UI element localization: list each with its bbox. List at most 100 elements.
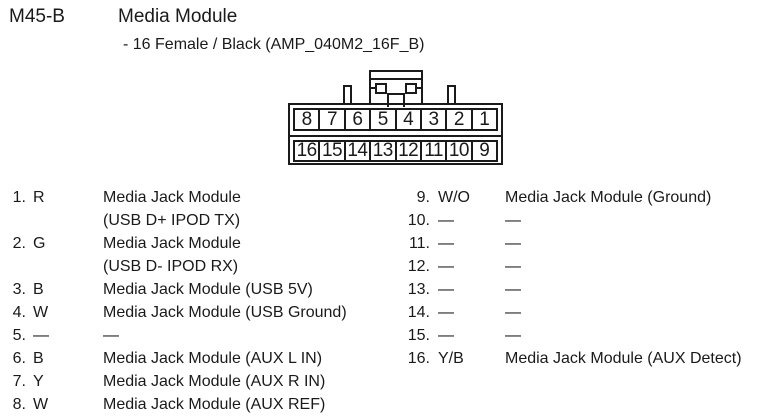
- pin-description: Media Jack Module (Ground): [505, 186, 774, 209]
- pin-cell-3: 3: [419, 108, 448, 131]
- pin-cell-4: 4: [394, 108, 422, 131]
- wire-color-code: —: [438, 212, 454, 229]
- pin-description-line: Media Jack Module (AUX REF): [103, 396, 326, 413]
- pin-cell-15: 15: [318, 140, 346, 162]
- pin-description: Media Jack Module (USB 5V): [103, 278, 394, 301]
- pin-number: 6.: [12, 350, 26, 367]
- pin-number: 16.: [407, 350, 430, 367]
- pin-label: 7. Y: [9, 370, 103, 393]
- pin-number: 7.: [12, 373, 26, 390]
- pin-description-line: Media Jack Module (AUX R IN): [103, 373, 326, 390]
- pin-cell-16: 16: [293, 140, 321, 162]
- pin-label: 6. B: [9, 347, 103, 370]
- pin-description-line: —: [505, 281, 521, 298]
- pin-description: Media Jack Module (AUX L IN): [103, 347, 394, 370]
- pin-number: 3.: [12, 281, 26, 298]
- pin-description-line: Media Jack Module (USB 5V): [103, 281, 313, 298]
- pin-description-line: Media Jack Module: [103, 235, 241, 252]
- connector-body: 8 7 6 5 4 3 2 1 16 15 14 13 12 11 10 9: [288, 103, 503, 165]
- pin-cell-12: 12: [394, 140, 422, 162]
- wire-color-code: —: [438, 258, 454, 275]
- wire-color-code: —: [438, 327, 454, 344]
- pin-label: 2. G: [9, 232, 103, 255]
- connector-tab-right: [447, 85, 456, 105]
- pin-list-row: 14. — —: [404, 301, 774, 324]
- pin-label: 5. —: [9, 324, 103, 347]
- pin-description: —: [505, 232, 774, 255]
- pin-description: —: [505, 255, 774, 278]
- pin-cell-7: 7: [318, 108, 346, 131]
- pin-cell-13: 13: [369, 140, 397, 162]
- pin-label: 1. R: [9, 186, 103, 209]
- pin-list-row: 6. B Media Jack Module (AUX L IN): [9, 347, 394, 370]
- pin-number: 11.: [408, 235, 430, 252]
- pin-description-line: (USB D+ IPOD TX): [103, 212, 241, 229]
- pin-cell-10: 10: [445, 140, 473, 162]
- pin-label: 12. —: [404, 255, 505, 278]
- pin-list-row: 11. — —: [404, 232, 774, 255]
- page-title: Media Module: [118, 6, 238, 27]
- pin-description-line: —: [505, 304, 521, 321]
- pin-number: 10.: [407, 212, 430, 229]
- pin-cell-6: 6: [343, 108, 372, 131]
- pin-list-row: 13. — —: [404, 278, 774, 301]
- connector-row-top: 8 7 6 5 4 3 2 1: [293, 108, 498, 131]
- wire-color-code: —: [438, 281, 454, 298]
- pin-label: 15. —: [404, 324, 505, 347]
- pin-description: Media Jack Module(USB D+ IPOD TX): [103, 186, 394, 232]
- pin-description-line: —: [505, 212, 521, 229]
- wire-color-code: W/O: [438, 189, 470, 206]
- latch-bar: [371, 72, 421, 80]
- pin-cell-2: 2: [445, 108, 473, 131]
- pin-cell-8: 8: [293, 108, 321, 131]
- pin-description: —: [505, 324, 774, 347]
- pin-description: Media Jack Module (AUX Detect): [505, 347, 774, 370]
- wire-color-code: —: [33, 327, 49, 344]
- connector-row-separator: [290, 135, 501, 137]
- pin-description-line: —: [505, 235, 521, 252]
- pin-description: Media Jack Module (AUX R IN): [103, 370, 394, 393]
- pin-list-row: 9. W/O Media Jack Module (Ground): [404, 186, 774, 209]
- pin-label: 16. Y/B: [404, 347, 505, 370]
- pin-description: Media Jack Module (USB Ground): [103, 301, 394, 324]
- pin-list-row: 8. W Media Jack Module (AUX REF): [9, 393, 394, 416]
- pin-list-row: 15. — —: [404, 324, 774, 347]
- pin-description-line: —: [505, 258, 521, 275]
- pin-description: —: [505, 278, 774, 301]
- pin-cell-5: 5: [369, 108, 397, 131]
- pin-number: 4.: [12, 304, 26, 321]
- wire-color-code: —: [438, 235, 454, 252]
- pin-label: 11. —: [404, 232, 505, 255]
- pin-number: 2.: [12, 235, 26, 252]
- wire-color-code: W: [33, 396, 49, 413]
- pin-label: 13. —: [404, 278, 505, 301]
- pin-list-row: 1. R Media Jack Module(USB D+ IPOD TX): [9, 186, 394, 232]
- pin-label: 10. —: [404, 209, 505, 232]
- wire-color-code: B: [33, 281, 44, 298]
- pin-description-line: —: [103, 327, 119, 344]
- pin-number: 5.: [12, 327, 26, 344]
- pin-number: 15.: [407, 327, 430, 344]
- pin-number: 8.: [12, 396, 26, 413]
- pin-description-line: (USB D- IPOD RX): [103, 258, 239, 275]
- pin-list-row: 3. B Media Jack Module (USB 5V): [9, 278, 394, 301]
- connector-code: M45-B: [9, 6, 65, 27]
- pin-label: 4. W: [9, 301, 103, 324]
- pin-list-row: 5. — —: [9, 324, 394, 347]
- pin-number: 1.: [12, 189, 26, 206]
- pin-description: Media Jack Module (AUX REF): [103, 393, 394, 416]
- pin-cell-14: 14: [343, 140, 372, 162]
- latch-stub-right: [416, 87, 421, 89]
- wire-color-code: W: [33, 304, 49, 321]
- pin-label: 14. —: [404, 301, 505, 324]
- connector-row-bottom: 16 15 14 13 12 11 10 9: [293, 140, 498, 162]
- pin-number: 9.: [416, 189, 430, 206]
- wire-color-code: —: [438, 304, 454, 321]
- connector-tab-left: [343, 85, 352, 105]
- pin-description: —: [505, 209, 774, 232]
- pin-description-line: —: [505, 327, 521, 344]
- pin-description-line: Media Jack Module (Ground): [505, 189, 712, 206]
- pin-cell-11: 11: [419, 140, 448, 162]
- pin-description-line: Media Jack Module (AUX Detect): [505, 350, 742, 367]
